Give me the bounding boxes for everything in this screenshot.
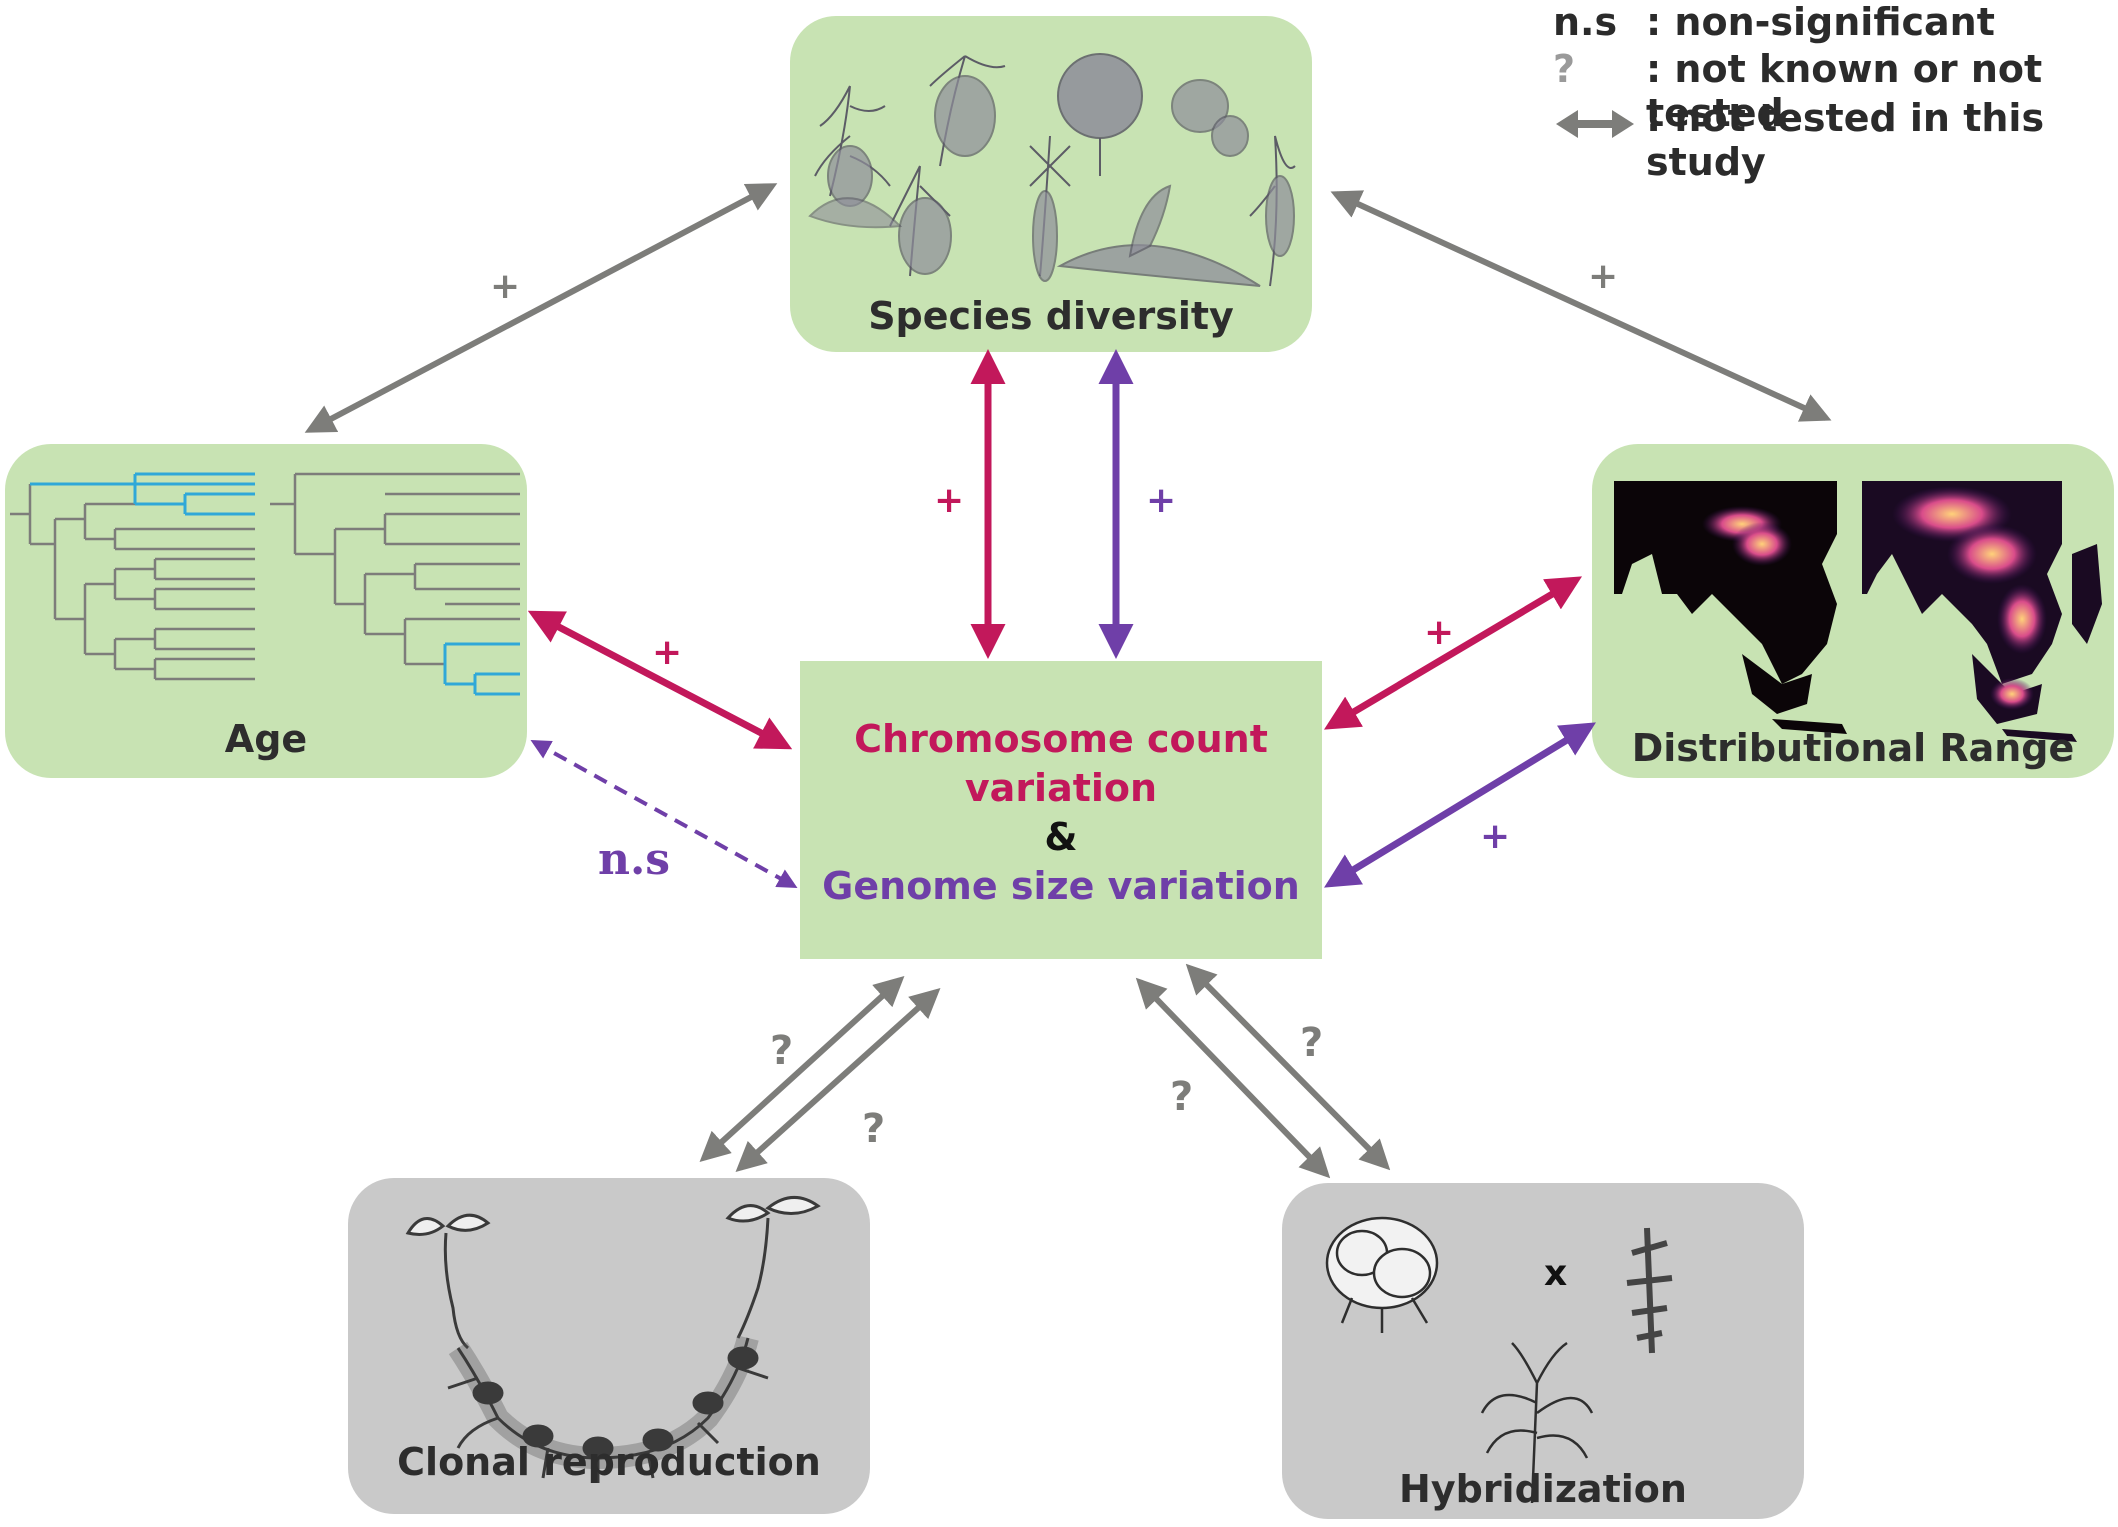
arrow-hybrid-center-2 — [1185, 963, 1391, 1171]
rhizome-illustration — [405, 1196, 821, 1483]
arrow-clonal-center-2 — [735, 987, 941, 1173]
legend-desc-untested: : not tested in this study — [1646, 96, 2045, 184]
species-diversity-box: Species diversity — [790, 16, 1312, 352]
distribution-maps — [1614, 481, 2102, 742]
sign-age-species: + — [490, 266, 521, 307]
age-box: Age — [5, 444, 527, 778]
hybridization-label: Hybridization — [1399, 1467, 1687, 1511]
age-label: Age — [224, 717, 308, 761]
clonal-reproduction-label: Clonal reproduction — [397, 1440, 821, 1484]
hybrid-plant-illustrations — [1325, 1216, 1673, 1504]
phylogenetic-tree-icon — [10, 472, 520, 696]
sign-age-center-genome: n.s — [598, 834, 671, 885]
sign-age-center-chrom: + — [652, 632, 683, 673]
chromosome-variation-label: variation — [964, 766, 1158, 810]
arrow-age-species — [304, 183, 778, 433]
arrow-range-center-chrom — [1323, 576, 1583, 730]
sign-range-center-chrom: + — [1424, 612, 1455, 653]
sign-clonal-q1: ? — [770, 1028, 794, 1074]
arrow-range-center-genome — [1324, 722, 1596, 888]
arrow-age-center-chrom — [527, 610, 793, 750]
hybrid-cross-symbol: x — [1544, 1253, 1568, 1294]
plant-illustrations — [808, 53, 1296, 287]
ampersand-label: & — [1044, 815, 1078, 859]
legend-desc-question: : not known or not tested — [1646, 47, 2043, 135]
arrow-age-center-genome — [530, 740, 798, 888]
sign-range-center-genome: + — [1480, 816, 1511, 857]
legend-key-ns: n.s — [1553, 0, 1618, 44]
chromosome-count-label: Chromosome count — [854, 717, 1268, 761]
center-box: Chromosome count variation & Genome size… — [800, 661, 1322, 959]
legend-row-ns: n.s — [1553, 0, 1617, 44]
sign-species-center-genome: + — [1146, 480, 1177, 521]
hybridization-box: x Hybridization — [1282, 1183, 1804, 1519]
sign-hybrid-q1: ? — [1170, 1074, 1194, 1120]
sign-hybrid-q2: ? — [1300, 1020, 1324, 1066]
species-diversity-label: Species diversity — [868, 294, 1234, 338]
genome-size-label: Genome size variation — [822, 864, 1300, 908]
clonal-reproduction-box: Clonal reproduction — [348, 1178, 870, 1514]
distributional-range-box: Distributional Range — [1592, 444, 2114, 778]
legend-desc-ns: : non-significant — [1646, 0, 1995, 44]
distributional-range-label: Distributional Range — [1631, 726, 2075, 770]
sign-species-range: + — [1588, 256, 1619, 297]
sign-species-center-chrom: + — [934, 480, 965, 521]
arrow-species-range — [1330, 190, 1832, 422]
legend-key-question: ? — [1553, 47, 1576, 91]
sign-clonal-q2: ? — [862, 1106, 886, 1152]
